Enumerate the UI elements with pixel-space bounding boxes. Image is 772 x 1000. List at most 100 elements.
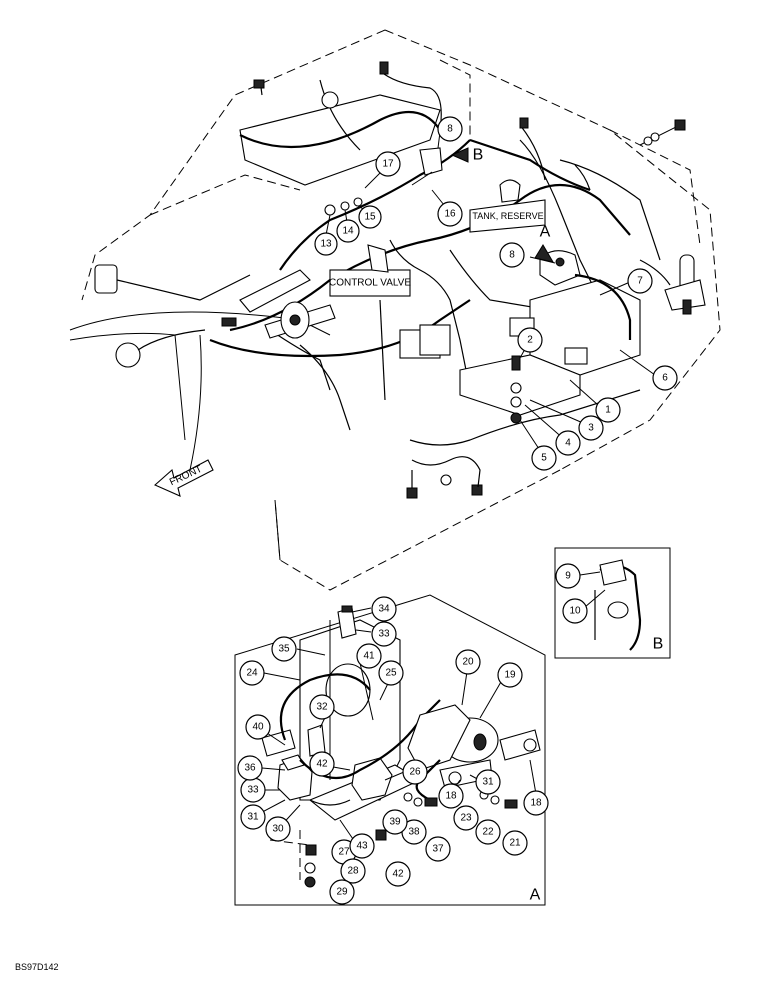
callout-42-lower: 42 [385, 861, 411, 887]
cable-lug-right-eye [523, 738, 537, 752]
bolt-left [221, 317, 237, 327]
detail-a-label: A [530, 887, 541, 904]
svg-text:21: 21 [509, 838, 521, 849]
svg-text:13: 13 [320, 239, 332, 250]
callout-1: 1 [595, 397, 621, 423]
svg-text:18: 18 [530, 798, 542, 809]
callout-30: 30 [265, 816, 291, 842]
callout-37: 37 [425, 836, 451, 862]
svg-text:5: 5 [541, 453, 547, 464]
bolt-37 [424, 797, 438, 807]
arrow-a-label: A [540, 224, 551, 241]
svg-text:42: 42 [392, 869, 404, 880]
callout-8-lower: 8 [499, 242, 525, 268]
svg-text:2: 2 [527, 335, 533, 346]
callout-34: 34 [371, 596, 397, 622]
svg-text:18: 18 [445, 791, 457, 802]
callout-13: 13 [314, 232, 338, 256]
callout-36: 36 [237, 755, 263, 781]
callout-33-left: 33 [240, 777, 266, 803]
svg-text:31: 31 [482, 777, 494, 788]
svg-text:34: 34 [378, 604, 390, 615]
callout-21: 21 [502, 830, 528, 856]
control-valve-label-box [329, 269, 411, 297]
relay-32 [307, 724, 326, 757]
svg-text:8: 8 [509, 250, 515, 261]
callout-5: 5 [531, 445, 557, 471]
detail-b-frame [554, 547, 671, 659]
callout-26: 26 [402, 759, 428, 785]
callout-14: 14 [336, 219, 360, 243]
connector-left-pin [289, 314, 301, 326]
svg-text:7: 7 [637, 276, 643, 287]
harness-tray [239, 94, 441, 186]
svg-text:3: 3 [588, 423, 594, 434]
horn [115, 342, 141, 368]
reference-code: BS97D142 [15, 962, 59, 972]
svg-text:28: 28 [347, 866, 359, 877]
svg-text:36: 36 [244, 763, 256, 774]
callout-29: 29 [329, 879, 355, 905]
callout-18-right: 18 [523, 790, 549, 816]
callout-10: 10 [562, 598, 588, 624]
bolt-bottom-mid [471, 484, 483, 496]
callout-2: 2 [517, 327, 543, 353]
svg-text:35: 35 [278, 644, 290, 655]
connector-top-right [519, 117, 529, 129]
callout-38: 38 [401, 819, 427, 845]
bolt-head-top-right [674, 119, 686, 131]
top-bolt-mid [379, 61, 389, 75]
svg-text:22: 22 [482, 827, 494, 838]
nut-5 [510, 412, 522, 424]
battery-cell-1 [564, 347, 588, 365]
svg-text:43: 43 [356, 841, 368, 852]
bolt-21 [504, 799, 518, 809]
callout-25: 25 [378, 660, 404, 686]
svg-text:39: 39 [389, 817, 401, 828]
svg-text:29: 29 [336, 887, 348, 898]
bolt-2 [511, 355, 521, 371]
svg-text:31: 31 [247, 812, 259, 823]
work-lamp-left [94, 264, 118, 294]
nut-29 [304, 876, 316, 888]
callout-22: 22 [475, 819, 501, 845]
tank-reserve-label: TANK, RESERVE [472, 211, 543, 221]
washer-39 [403, 792, 413, 802]
cable-lug-right [499, 729, 541, 761]
callout-18-left: 18 [438, 783, 464, 809]
tank-reserve-label-box [469, 199, 546, 233]
svg-text:19: 19 [504, 670, 516, 681]
arrow-b-label: B [473, 147, 484, 164]
svg-text:27: 27 [338, 847, 350, 858]
callout-28: 28 [340, 858, 366, 884]
callout-39: 39 [382, 809, 408, 835]
front-arrow: FRONT [153, 459, 214, 497]
relay-terminal [555, 257, 565, 267]
washer-top-right-1 [650, 132, 660, 142]
svg-text:17: 17 [382, 159, 394, 170]
callout-8-upper: 8 [437, 116, 463, 142]
svg-text:26: 26 [409, 767, 421, 778]
callout-19: 19 [497, 662, 523, 688]
cable-lug-left-eye [448, 771, 462, 785]
svg-text:24: 24 [246, 668, 258, 679]
control-valve-label: CONTROL VALVE [329, 278, 411, 289]
callout-31-right: 31 [475, 769, 501, 795]
svg-text:14: 14 [342, 226, 354, 237]
callout-31-left: 31 [240, 804, 266, 830]
switch-34-cap [341, 605, 353, 613]
detail-b-connector [599, 559, 627, 586]
tank-sensor [499, 179, 521, 203]
svg-text:30: 30 [272, 824, 284, 835]
sensor-8-top [419, 147, 443, 176]
washer-top-right-2 [643, 136, 653, 146]
detail-b-label: B [653, 636, 664, 653]
washer-38 [413, 797, 423, 807]
callout-9: 9 [555, 563, 581, 589]
callouts-main: 1 2 3 4 5 6 7 8 8 13 14 15 16 17 [314, 116, 678, 471]
bolt-27 [305, 844, 317, 856]
svg-text:37: 37 [432, 844, 444, 855]
svg-text:10: 10 [569, 606, 581, 617]
disconnect-switch-body [407, 704, 471, 771]
